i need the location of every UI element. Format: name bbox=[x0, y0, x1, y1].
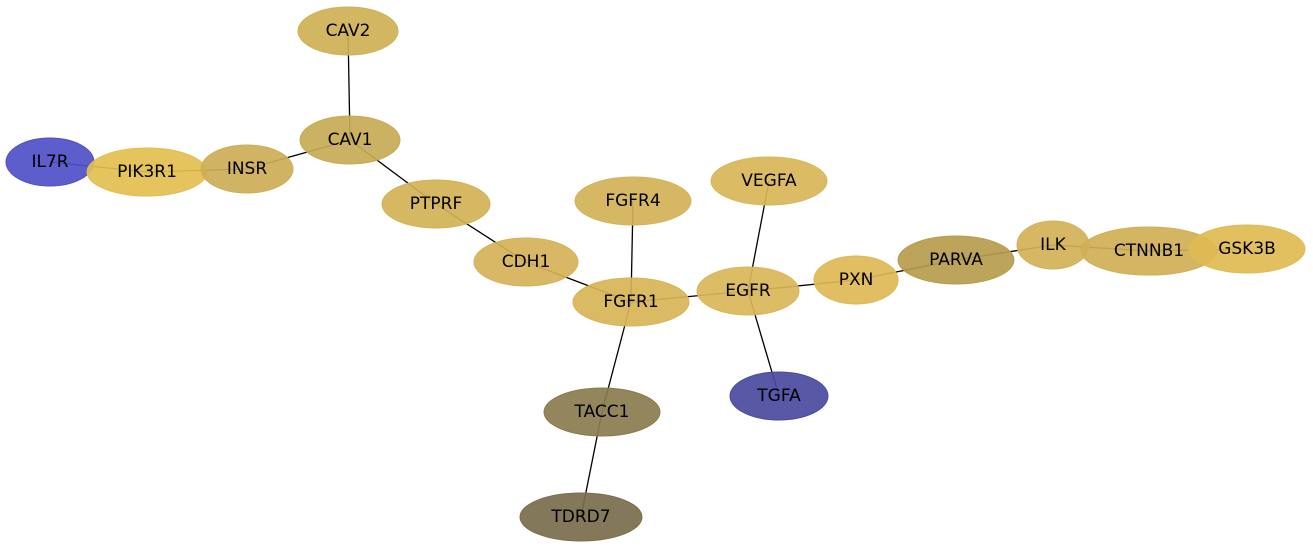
node-tacc1[interactable]: TACC1 bbox=[543, 387, 661, 437]
node-ptprf[interactable]: PTPRF bbox=[381, 179, 491, 229]
node-insr[interactable]: INSR bbox=[200, 144, 294, 194]
node-label: EGFR bbox=[725, 281, 771, 301]
node-vegfa[interactable]: VEGFA bbox=[710, 156, 828, 206]
node-shape bbox=[813, 255, 899, 305]
node-label: TACC1 bbox=[574, 402, 630, 422]
node-label: FGFR1 bbox=[603, 292, 658, 312]
node-label: INSR bbox=[227, 159, 268, 179]
node-label: CAV1 bbox=[328, 130, 373, 150]
node-shape bbox=[696, 266, 800, 316]
node-label: ILK bbox=[1040, 235, 1066, 255]
node-il7r[interactable]: IL7R bbox=[5, 137, 95, 187]
node-tdrd7[interactable]: TDRD7 bbox=[519, 492, 643, 542]
node-fgfr4[interactable]: FGFR4 bbox=[574, 176, 692, 226]
node-shape bbox=[299, 115, 401, 165]
node-shape bbox=[729, 371, 829, 421]
node-label: TGFA bbox=[756, 386, 801, 406]
node-shape bbox=[543, 387, 661, 437]
node-label: FGFR4 bbox=[605, 191, 660, 211]
node-shape bbox=[574, 176, 692, 226]
node-pxn[interactable]: PXN bbox=[813, 255, 899, 305]
node-pik3r1[interactable]: PIK3R1 bbox=[86, 147, 208, 197]
node-label: PARVA bbox=[929, 250, 983, 270]
node-label: CAV2 bbox=[326, 21, 371, 41]
node-label: CDH1 bbox=[502, 252, 551, 272]
node-shape bbox=[1188, 224, 1306, 274]
node-shape bbox=[381, 179, 491, 229]
node-label: GSK3B bbox=[1218, 239, 1276, 259]
node-label: TDRD7 bbox=[550, 507, 610, 527]
node-tgfa[interactable]: TGFA bbox=[729, 371, 829, 421]
node-fgfr1[interactable]: FGFR1 bbox=[572, 277, 690, 327]
edge-layer bbox=[49, 30, 1248, 518]
node-label: IL7R bbox=[31, 152, 68, 172]
node-gsk3b[interactable]: GSK3B bbox=[1188, 224, 1306, 274]
node-shape bbox=[200, 144, 294, 194]
node-ilk[interactable]: ILK bbox=[1016, 220, 1090, 270]
node-label: PXN bbox=[839, 270, 874, 290]
node-label: PIK3R1 bbox=[117, 162, 177, 182]
node-shape bbox=[297, 6, 399, 56]
node-ctnnb1[interactable]: CTNNB1 bbox=[1080, 226, 1218, 276]
node-egfr[interactable]: EGFR bbox=[696, 266, 800, 316]
node-label: PTPRF bbox=[410, 194, 462, 214]
node-shape bbox=[572, 277, 690, 327]
node-cav1[interactable]: CAV1 bbox=[299, 115, 401, 165]
node-cdh1[interactable]: CDH1 bbox=[473, 237, 579, 287]
node-shape bbox=[897, 235, 1015, 285]
node-shape bbox=[473, 237, 579, 287]
node-cav2[interactable]: CAV2 bbox=[297, 6, 399, 56]
node-parva[interactable]: PARVA bbox=[897, 235, 1015, 285]
node-shape bbox=[519, 492, 643, 542]
node-shape bbox=[710, 156, 828, 206]
node-label: CTNNB1 bbox=[1114, 241, 1184, 261]
node-label: VEGFA bbox=[741, 171, 797, 191]
